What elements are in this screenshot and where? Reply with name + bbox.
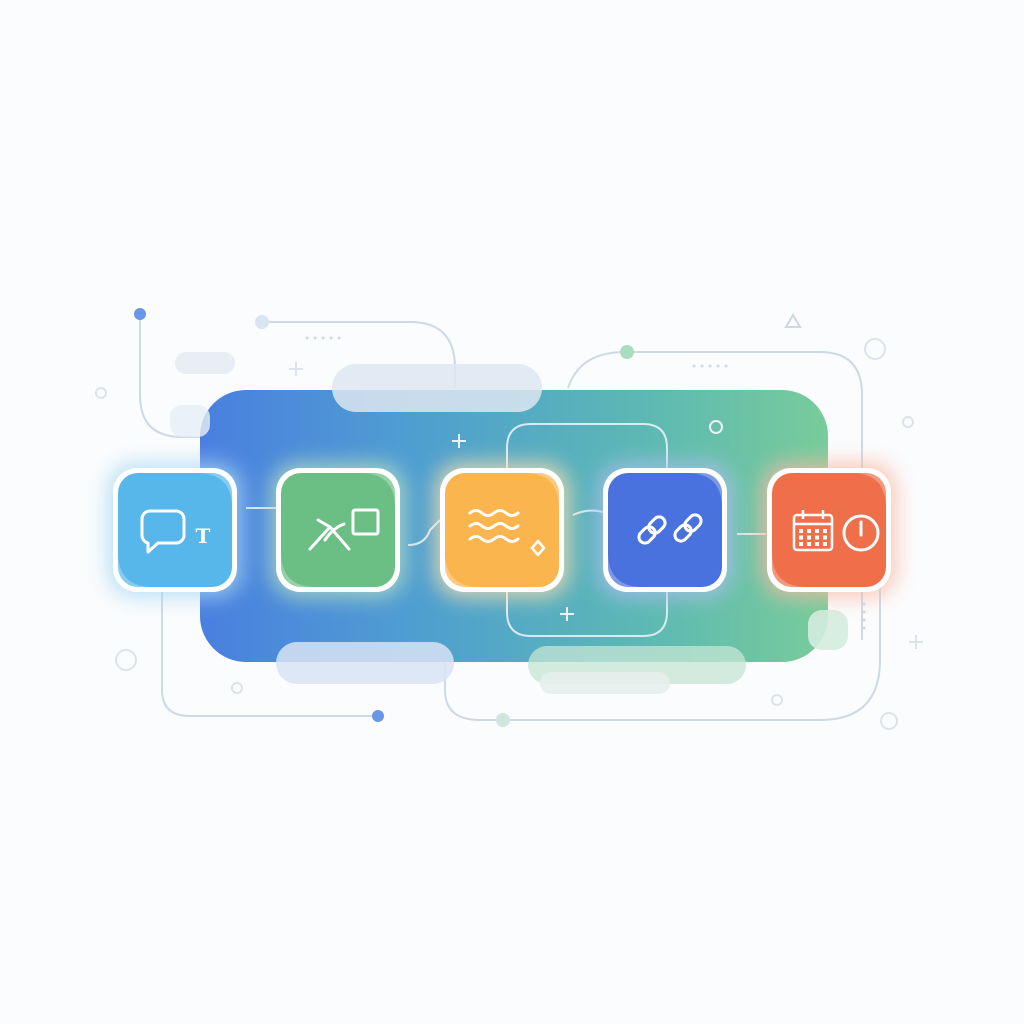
card-icons <box>792 510 880 552</box>
plus-icon <box>560 607 574 621</box>
waves-icon <box>468 509 520 543</box>
panel-sparkles <box>452 420 723 621</box>
ring-icon <box>771 694 783 706</box>
card-icons: T <box>140 509 211 554</box>
card-icons <box>637 513 703 545</box>
connector-line <box>161 592 378 717</box>
dot <box>372 710 384 722</box>
corner-highlight <box>772 552 807 587</box>
ring-icon <box>231 682 243 694</box>
dot <box>620 345 634 359</box>
square-icon <box>351 508 380 536</box>
dot <box>496 713 510 727</box>
connector-line <box>407 519 441 546</box>
dot <box>134 308 146 320</box>
step-card-links <box>603 468 727 592</box>
step-card-shapes <box>276 468 400 592</box>
pill-bar <box>170 405 210 437</box>
dotted-accent <box>305 336 866 630</box>
card-face <box>608 473 722 587</box>
corner-highlight <box>524 473 559 508</box>
ring-icon <box>115 649 137 671</box>
step-card-schedule <box>767 468 891 592</box>
curve-path-icon <box>308 518 351 551</box>
card-icons <box>468 509 546 557</box>
corner-highlight <box>608 552 643 587</box>
clock-icon <box>842 514 880 552</box>
step-card-waves <box>440 468 564 592</box>
card-face <box>281 473 395 587</box>
background-decor <box>95 308 923 730</box>
text-t-icon: T <box>196 524 211 548</box>
triangle-icon <box>784 313 802 328</box>
workflow-steps: T <box>113 468 891 592</box>
connector-line <box>506 423 668 468</box>
corner-highlight <box>360 473 395 508</box>
card-face <box>118 473 232 587</box>
ring-icon <box>880 712 898 730</box>
speech-bubble-icon <box>140 509 186 554</box>
plus-icon <box>909 635 923 649</box>
decorative-bars <box>170 352 848 694</box>
connector-line <box>506 590 668 637</box>
card-face <box>772 473 886 587</box>
ring-icon <box>709 420 723 434</box>
ring-icon <box>95 387 107 399</box>
connector-line <box>567 351 863 640</box>
corner-highlight <box>851 473 886 508</box>
pill-bar <box>332 364 542 412</box>
corner-highlight <box>687 473 722 508</box>
chain-link-icon <box>673 513 703 543</box>
pill-bar <box>540 672 670 694</box>
plus-icon <box>452 434 466 448</box>
corner-highlight <box>118 552 153 587</box>
ring-icon <box>864 338 886 360</box>
plus-icon <box>289 362 303 376</box>
connector-line <box>444 560 881 721</box>
ring-icon <box>902 416 914 428</box>
corner-highlight <box>445 552 480 587</box>
card-icons <box>308 508 380 551</box>
card-face <box>445 473 559 587</box>
step-card-text: T <box>113 468 237 592</box>
corner-highlight <box>197 473 232 508</box>
calendar-icon <box>792 510 834 552</box>
pill-bar <box>808 610 848 650</box>
diamond-icon <box>530 539 546 557</box>
pill-bar <box>175 352 235 374</box>
pill-bar <box>276 642 454 684</box>
corner-highlight <box>281 552 316 587</box>
dot <box>255 315 269 329</box>
chain-link-icon <box>637 515 667 545</box>
